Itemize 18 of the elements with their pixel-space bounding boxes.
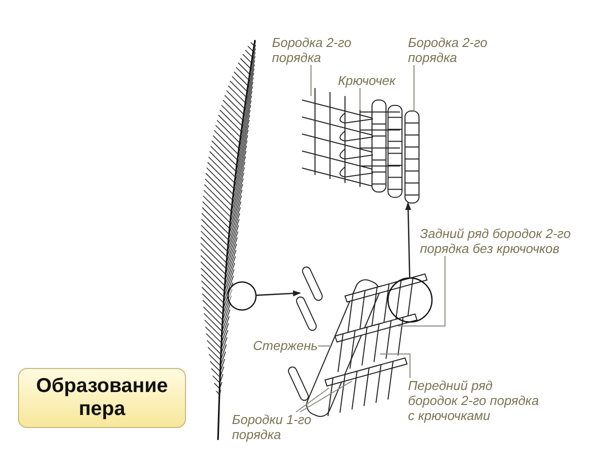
leader-line — [398, 256, 446, 326]
part-label: Крючочек — [338, 73, 418, 88]
leader-line — [296, 388, 330, 412]
magnifier-circle — [227, 281, 257, 311]
part-label: Стержень — [253, 338, 318, 353]
barb-hooks-drawing — [302, 88, 420, 204]
part-label: Бородка 2-го порядка — [272, 35, 364, 65]
leader-line — [380, 354, 410, 378]
leader-line — [300, 380, 352, 412]
part-label: Бородки 1-го порядка — [232, 412, 317, 442]
part-label: Бородка 2-го порядка — [408, 35, 503, 65]
title-box: Образование пера — [18, 368, 186, 428]
part-label: Передний ряд бородок 2-го порядка с крючочками — [408, 378, 540, 423]
arrow — [405, 202, 412, 278]
leader-line — [310, 64, 312, 96]
magnifier-circle — [387, 277, 433, 323]
part-label: Задний ряд бородок 2-го порядка без крючочков — [420, 226, 585, 256]
arrow — [256, 290, 301, 296]
